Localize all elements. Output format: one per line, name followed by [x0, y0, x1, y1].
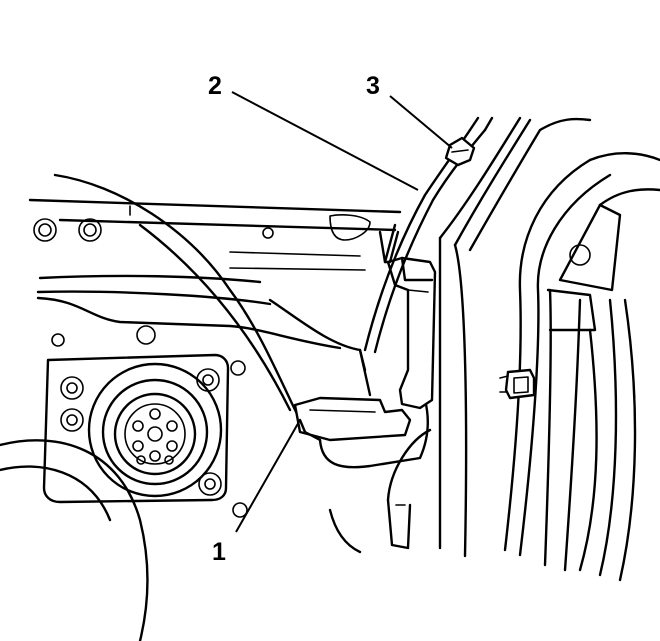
- body-pillar: [438, 116, 660, 582]
- callout-3: 3: [366, 72, 380, 100]
- door-inner-panel: [28, 198, 402, 518]
- callout-2-leader: [231, 91, 419, 191]
- callout-1: 1: [212, 538, 226, 566]
- door-lower-lip: [328, 428, 432, 554]
- window-channel-bracket: [383, 223, 437, 410]
- callout-2: 2: [208, 72, 222, 100]
- cable-rod-assembly: [363, 116, 494, 354]
- door-hinge: [499, 368, 536, 400]
- callout-1-leader: [235, 419, 301, 533]
- water-deflector-bracket: [268, 298, 429, 469]
- callout-3-leader: [389, 95, 453, 149]
- speaker-assembly: [42, 353, 230, 504]
- door-trim-edge: [0, 173, 302, 641]
